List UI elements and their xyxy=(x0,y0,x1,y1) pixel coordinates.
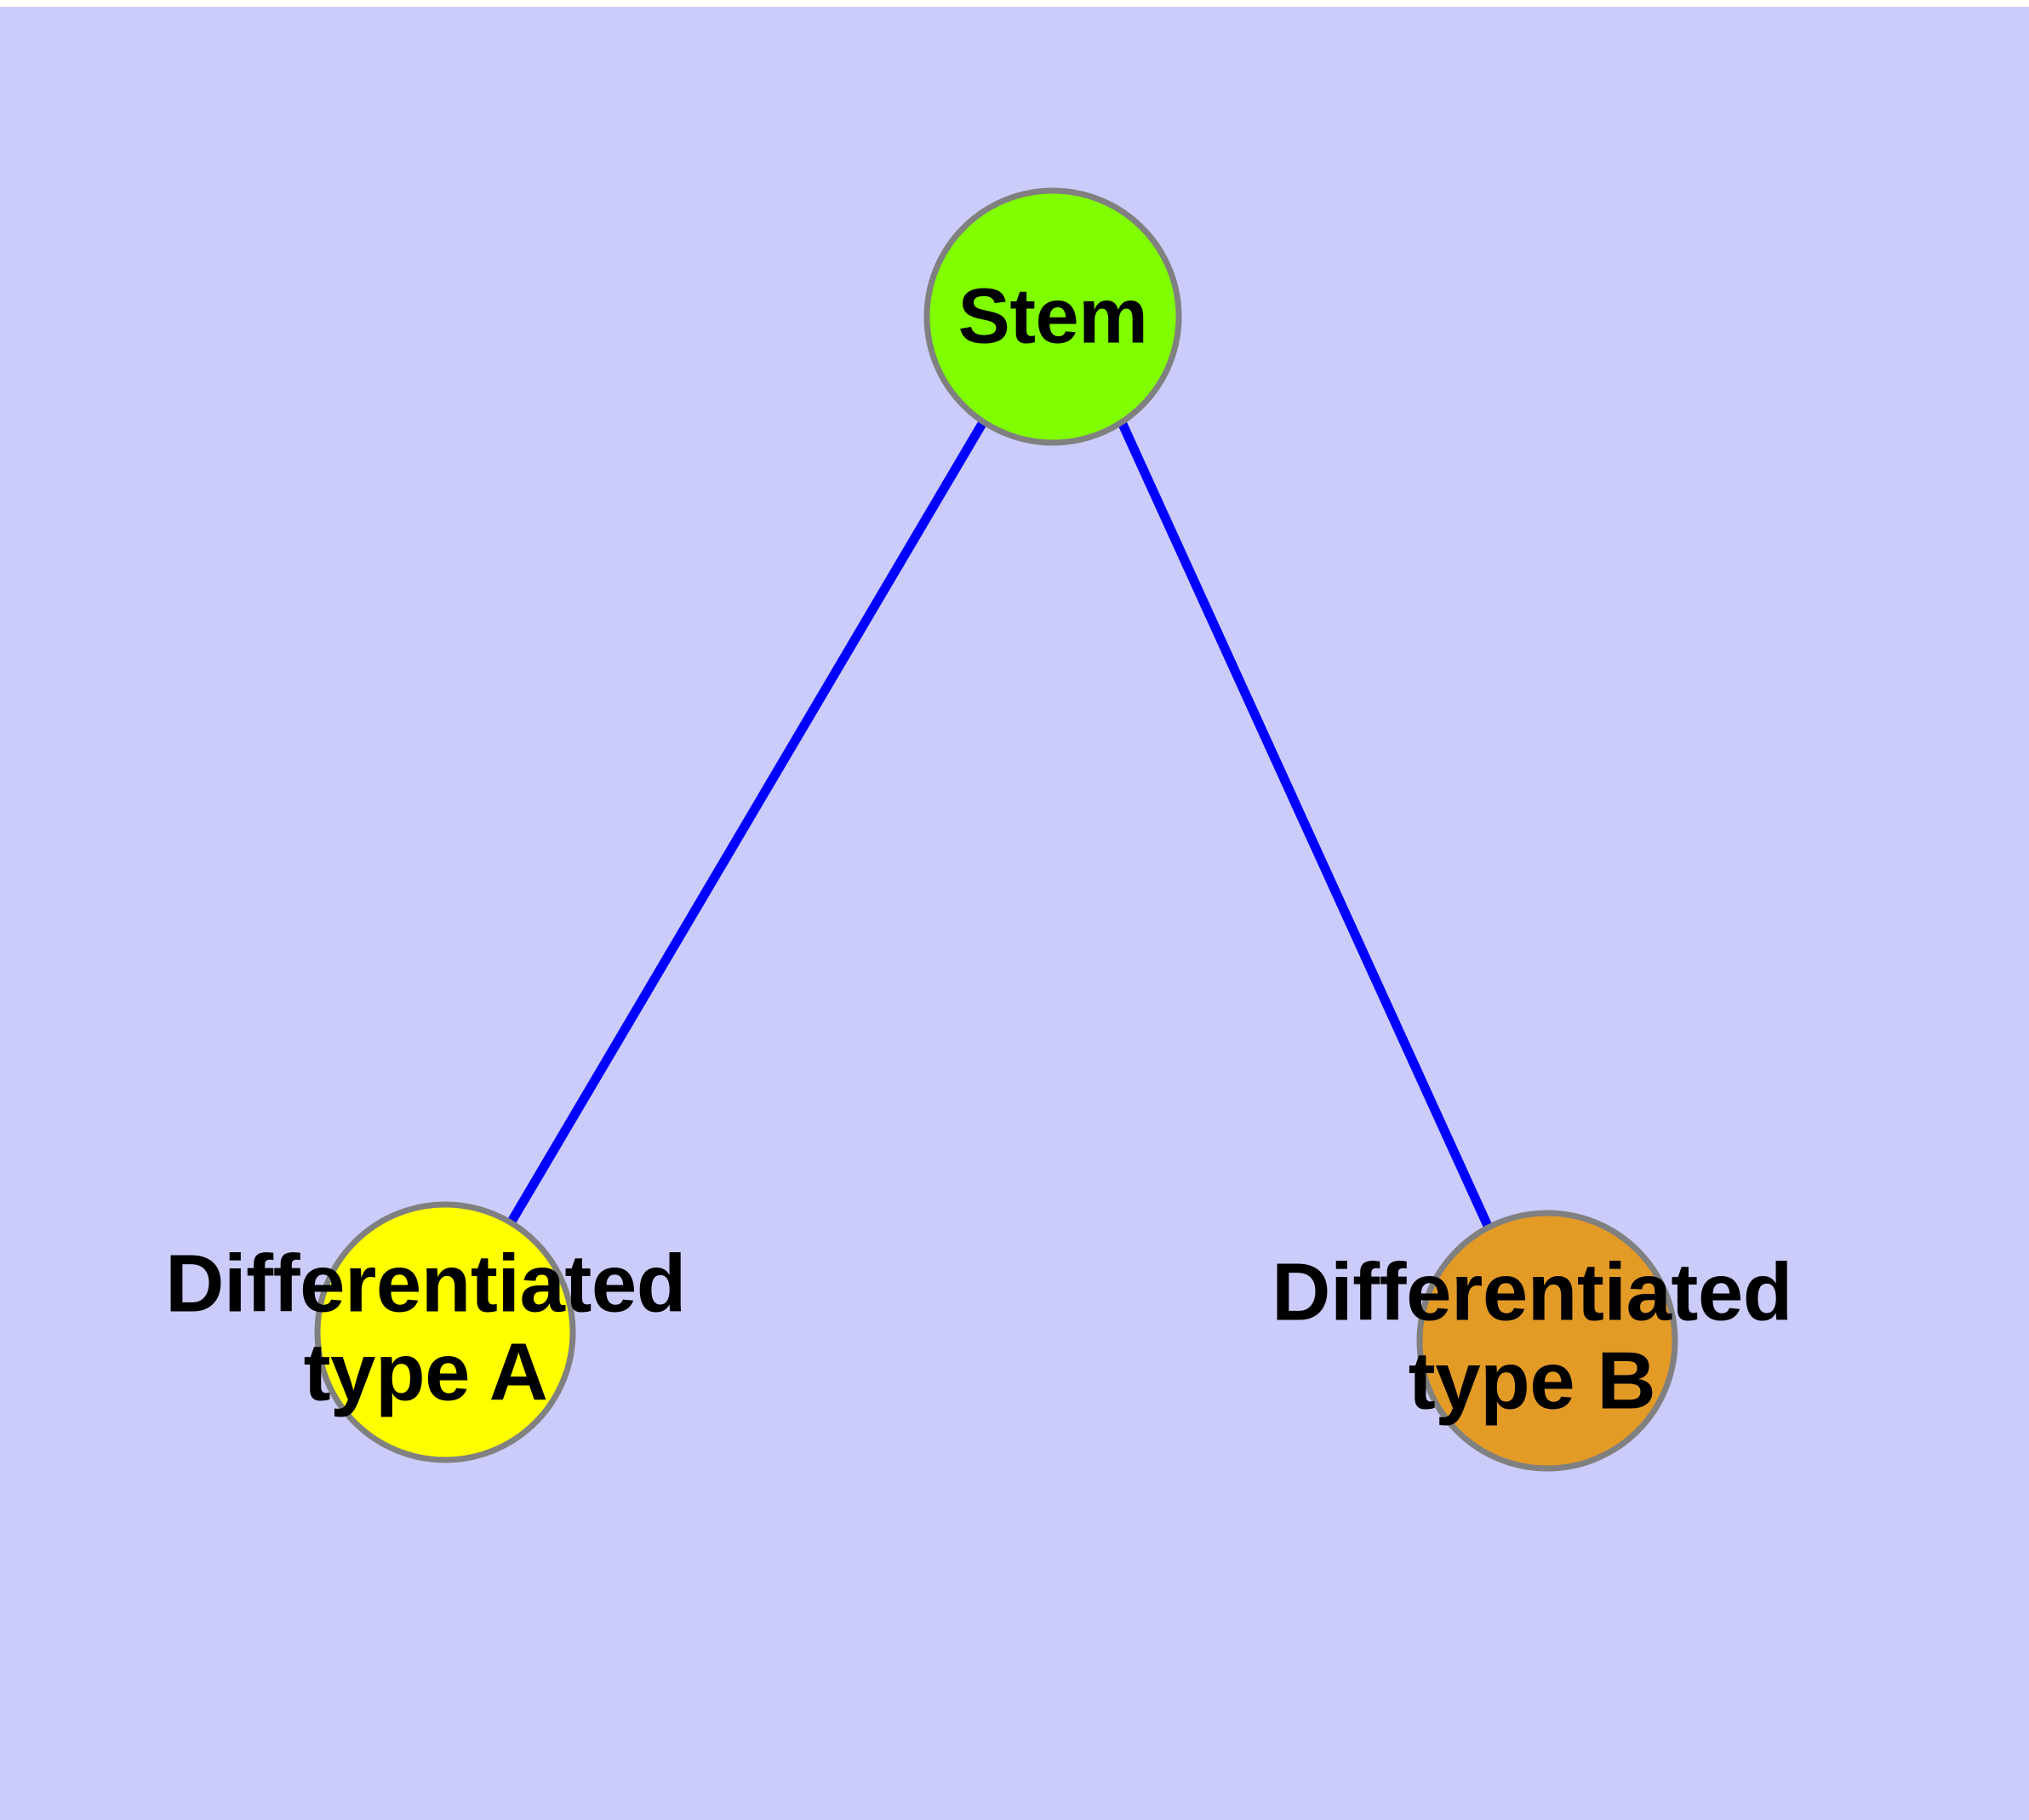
graph-svg xyxy=(314,187,1678,1472)
node-differentiated-type-a[interactable] xyxy=(314,1201,576,1463)
node-stem[interactable] xyxy=(923,187,1182,446)
edge-stem-to-diff-b xyxy=(1117,420,1493,1228)
edge-stem-to-diff-a xyxy=(507,420,987,1224)
node-differentiated-type-b[interactable] xyxy=(1416,1210,1678,1472)
